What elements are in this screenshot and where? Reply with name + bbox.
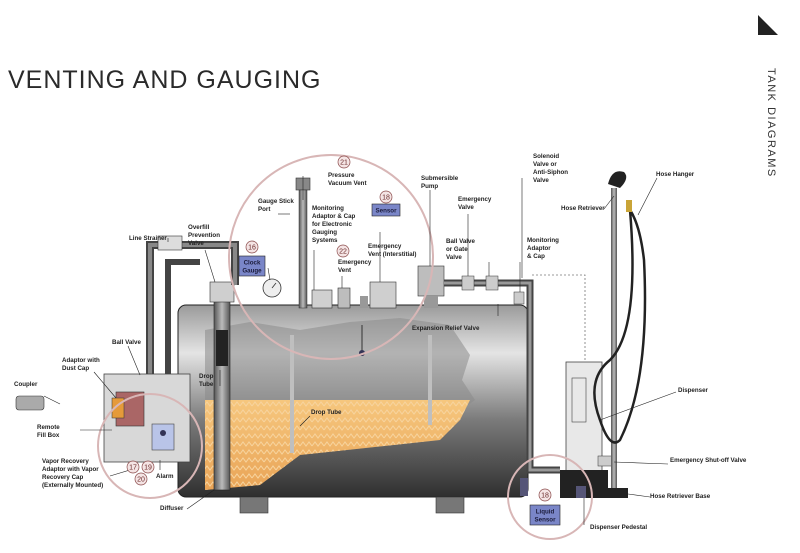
label-gauge-stick-port-1: Gauge Stick — [258, 198, 294, 205]
clock-gauge-label-2: Gauge — [242, 268, 262, 275]
label-monitoring-egs-4: Gauging — [312, 229, 337, 236]
text-labels: Pressure Vacuum Vent Gauge Stick Port Mo… — [14, 153, 747, 531]
brand-logo — [758, 15, 778, 35]
label-monitoring-egs-1: Monitoring — [312, 205, 344, 212]
liquid-sensor-label-1: Liquid — [536, 509, 555, 516]
label-solenoid-4: Valve — [533, 177, 549, 184]
label-emergency-valve-1: Emergency — [458, 196, 492, 203]
label-dispenser-pedestal: Dispenser Pedestal — [590, 524, 647, 531]
badge-22: 22 — [339, 249, 347, 256]
label-vapor-recovery-1: Vapor Recovery — [42, 458, 89, 465]
label-alarm: Alarm — [156, 473, 174, 480]
highlight-circle-vent — [228, 154, 434, 360]
section-title: TANK DIAGRAMS — [765, 68, 777, 178]
label-vapor-recovery-3: Recovery Cap — [42, 474, 83, 481]
clock-gauge-label-1: Clock — [244, 260, 261, 267]
label-ball-gate-valve-1: Ball Valve — [446, 238, 475, 245]
label-solenoid-2: Valve or — [533, 161, 557, 168]
label-hose-retriever: Hose Retriever — [561, 205, 605, 212]
label-diffuser: Diffuser — [160, 505, 184, 512]
leader-lines — [43, 176, 677, 525]
badge-21: 21 — [340, 160, 348, 167]
monitoring-line — [532, 274, 586, 362]
badge-19: 19 — [144, 465, 152, 472]
badge-18-liquid: 18 — [541, 493, 549, 500]
highlight-circle-fillbox — [97, 393, 203, 499]
label-submersible-pump-1: Submersible — [421, 175, 459, 182]
label-emergency-shutoff: Emergency Shut-off Valve — [670, 457, 747, 464]
label-remote-fill-box-2: Fill Box — [37, 432, 60, 439]
label-dispenser: Dispenser — [678, 387, 709, 394]
label-submersible-pump-2: Pump — [421, 183, 438, 190]
label-vapor-recovery-4: (Externally Mounted) — [42, 482, 103, 489]
badge-20: 20 — [137, 477, 145, 484]
badge-16: 16 — [248, 245, 256, 252]
label-coupler: Coupler — [14, 381, 38, 388]
label-expansion-relief: Expansion Relief Valve — [412, 325, 480, 332]
label-monitoring-egs-2: Adaptor & Cap — [312, 213, 356, 220]
storage-tank — [177, 304, 529, 514]
label-drop-tube-left-2: Tube — [199, 381, 214, 388]
label-monitoring-egs-5: Systems — [312, 237, 338, 244]
label-pressure-vacuum-vent-1: Pressure — [328, 172, 355, 179]
liquid-sensor-probe — [520, 478, 528, 496]
label-solenoid-3: Anti-Siphon — [533, 169, 568, 176]
label-emergency-valve-2: Valve — [458, 204, 474, 211]
label-emergency-vent-interstitial-1: Emergency — [368, 243, 402, 250]
label-emergency-vent-2: Vent — [338, 267, 351, 274]
label-remote-fill-box-1: Remote — [37, 424, 60, 431]
remote-fill-box — [103, 373, 191, 463]
submersible-pump — [417, 265, 560, 474]
label-monitoring-adaptor-1: Monitoring — [527, 237, 559, 244]
label-ball-gate-valve-2: or Gate — [446, 246, 468, 253]
liquid-sensor-label-2: Sensor — [535, 517, 557, 524]
drop-tube — [209, 281, 235, 491]
label-line-strainer: Line Strainer — [129, 235, 167, 242]
label-pressure-vacuum-vent-2: Vacuum Vent — [328, 180, 367, 187]
coupler — [15, 395, 45, 411]
label-emergency-vent-interstitial-2: Vent (Interstitial) — [368, 251, 416, 258]
badge-18-sensor: 18 — [382, 195, 390, 202]
label-vapor-recovery-2: Adaptor with Vapor — [42, 466, 99, 473]
highlight-circle-sensor — [507, 454, 593, 540]
label-overfill-1: Overfill — [188, 224, 210, 231]
label-monitoring-adaptor-2: Adaptor — [527, 245, 551, 252]
label-overfill-2: Prevention — [188, 232, 220, 239]
label-solenoid-1: Solenoid — [533, 153, 559, 160]
number-badges: 21 18 16 22 17 19 20 18 — [126, 155, 552, 502]
label-gauge-stick-port-2: Port — [258, 206, 270, 213]
badge-17: 17 — [129, 465, 137, 472]
boxed-labels: Sensor Clock Gauge Liquid Sensor — [238, 203, 561, 526]
page-title: VENTING AND GAUGING — [8, 66, 322, 94]
fill-piping — [146, 235, 239, 380]
label-hose-retriever-base: Hose Retriever Base — [650, 493, 711, 500]
label-adaptor-dust-cap-1: Adaptor with — [62, 357, 100, 364]
label-ball-valve: Ball Valve — [112, 339, 141, 346]
label-drop-tube-left-1: Drop — [199, 373, 214, 380]
label-monitoring-adaptor-3: & Cap — [527, 253, 545, 260]
label-monitoring-egs-3: for Electronic — [312, 221, 352, 228]
label-overfill-3: Valve — [188, 240, 204, 247]
label-hose-hanger: Hose Hanger — [656, 171, 695, 178]
label-emergency-vent-1: Emergency — [338, 259, 372, 266]
sensor-box-label: Sensor — [376, 208, 398, 215]
hose-retriever — [593, 171, 647, 498]
label-adaptor-dust-cap-2: Dust Cap — [62, 365, 89, 372]
label-drop-tube-center: Drop Tube — [311, 409, 342, 416]
label-ball-gate-valve-3: Valve — [446, 254, 462, 261]
